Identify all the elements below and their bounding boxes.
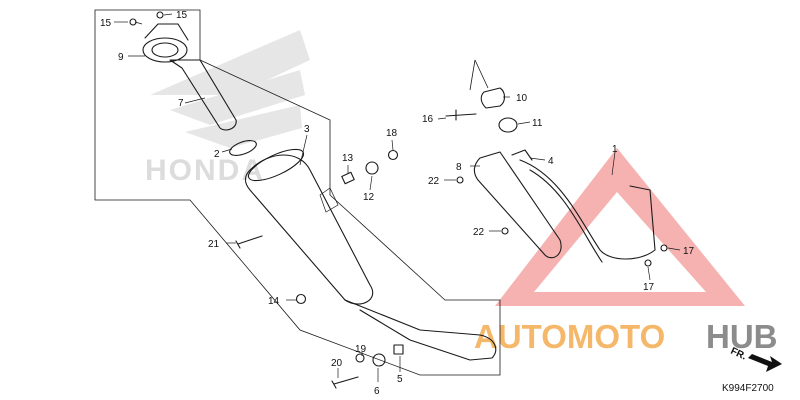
honda-wordmark: HONDA (145, 154, 265, 187)
callout-7: 7 (178, 98, 184, 109)
callout-4: 4 (548, 156, 554, 167)
callout-20: 20 (331, 358, 343, 369)
part-22-bolt-a (456, 176, 464, 184)
part-21-bolt (235, 235, 263, 249)
callout-11: 11 (532, 118, 543, 129)
part-18-nut (387, 149, 399, 161)
callout-8: 8 (456, 162, 462, 173)
callout-13: 13 (342, 153, 354, 164)
watermark-brand-suffix: HUB (706, 318, 778, 355)
callout-2: 2 (214, 149, 220, 160)
callout-6: 6 (374, 386, 380, 397)
part-2-gasket (229, 140, 257, 156)
part-8-heat-protector (473, 151, 562, 259)
callout-22a: 22 (428, 176, 440, 187)
part-22-bolt-b (501, 227, 509, 235)
callout-19: 19 (355, 344, 367, 355)
part-1-exhaust-pipe (519, 159, 656, 263)
callout-14: 14 (268, 296, 280, 307)
figure-code: K994F2700 (722, 383, 774, 394)
part-19-washer (355, 353, 365, 363)
part-number-labels: 15 15 9 7 2 3 13 12 18 21 14 20 19 6 5 1… (100, 10, 695, 397)
part-17-nut-a (660, 244, 668, 252)
callout-22b: 22 (473, 227, 485, 238)
part-10-joint-clamp (480, 87, 506, 109)
part-7-baffle-pipe (169, 59, 237, 131)
part-3-muffler (244, 148, 497, 361)
callout-18: 18 (386, 128, 398, 139)
part-6-rubber-mount (372, 353, 386, 367)
automotohub-watermark: AUTOMOTO HUB (474, 148, 778, 355)
part-20-bolt (331, 376, 359, 389)
callout-17a: 17 (683, 246, 695, 257)
callout-15b: 15 (176, 10, 188, 21)
callout-5: 5 (397, 374, 403, 385)
honda-watermark: HONDA (145, 30, 310, 187)
part-15-screw-b (156, 11, 164, 19)
arrow-right-icon (748, 354, 782, 372)
part-9-end-cap (142, 23, 189, 63)
part-12-rubber-mount (365, 161, 379, 175)
callout-16: 16 (422, 114, 434, 125)
watermark-brand-prefix: AUTOMOTO (474, 318, 665, 355)
part-15-screw-a (129, 18, 143, 26)
callout-21: 21 (208, 239, 220, 250)
callout-1: 1 (612, 144, 618, 155)
callout-9: 9 (118, 52, 124, 63)
part-11-gasket (498, 117, 518, 133)
honda-wing-logo (150, 30, 310, 148)
part-5-collar (393, 344, 404, 355)
callout-12: 12 (363, 192, 375, 203)
watermark-triangle (495, 148, 745, 306)
part-17-nut-b (644, 259, 652, 267)
part-4-bracket (511, 149, 533, 161)
callout-17b: 17 (643, 282, 655, 293)
part-14-nut (295, 293, 307, 305)
callout-10: 10 (516, 93, 528, 104)
callout-3: 3 (304, 124, 310, 135)
leader-lines (114, 13, 681, 382)
part-13-collar (341, 171, 355, 185)
callout-15a: 15 (100, 18, 112, 29)
part-16-bolt (445, 109, 477, 121)
bracket-group-outline (469, 59, 489, 91)
